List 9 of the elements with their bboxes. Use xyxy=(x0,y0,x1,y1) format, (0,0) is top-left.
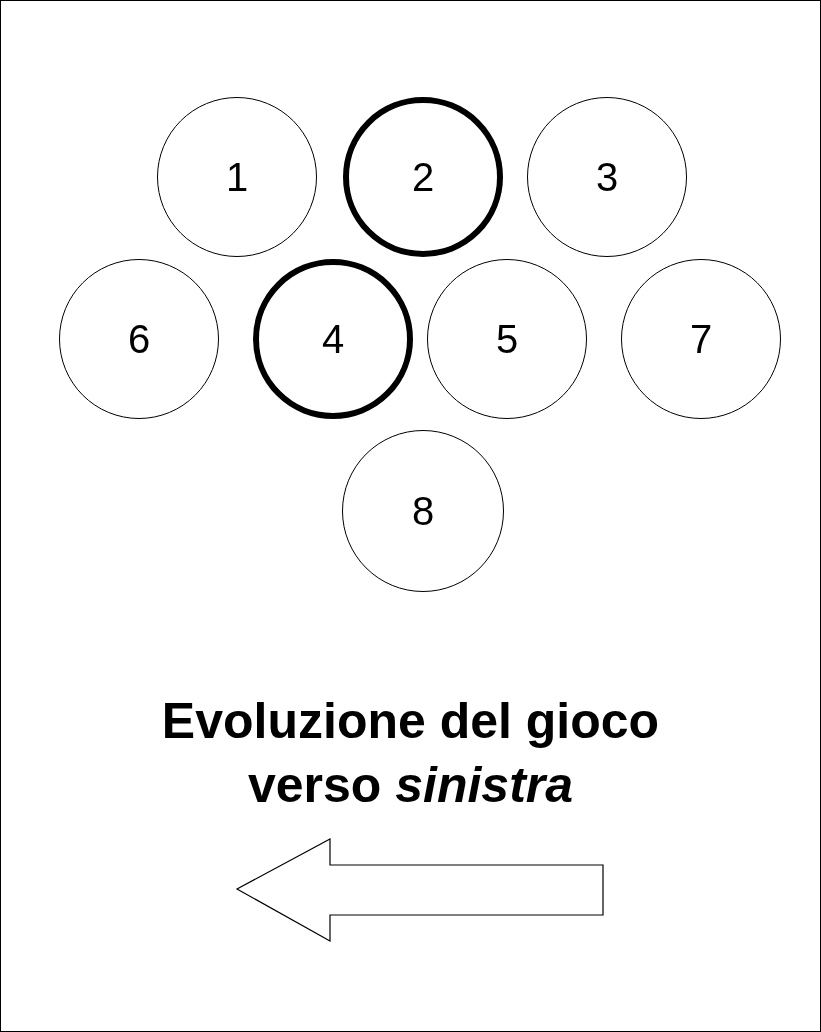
circle-number: 2 xyxy=(411,157,435,197)
circle-number: 1 xyxy=(225,157,249,197)
circle-number: 5 xyxy=(495,319,519,359)
circle-number: 3 xyxy=(595,157,619,197)
circle-number: 6 xyxy=(127,319,151,359)
circle-number: 4 xyxy=(321,319,345,359)
circle-number: 8 xyxy=(411,491,435,531)
circle-number: 7 xyxy=(689,319,713,359)
title: Evoluzione del gioco verso sinistra xyxy=(160,692,661,815)
